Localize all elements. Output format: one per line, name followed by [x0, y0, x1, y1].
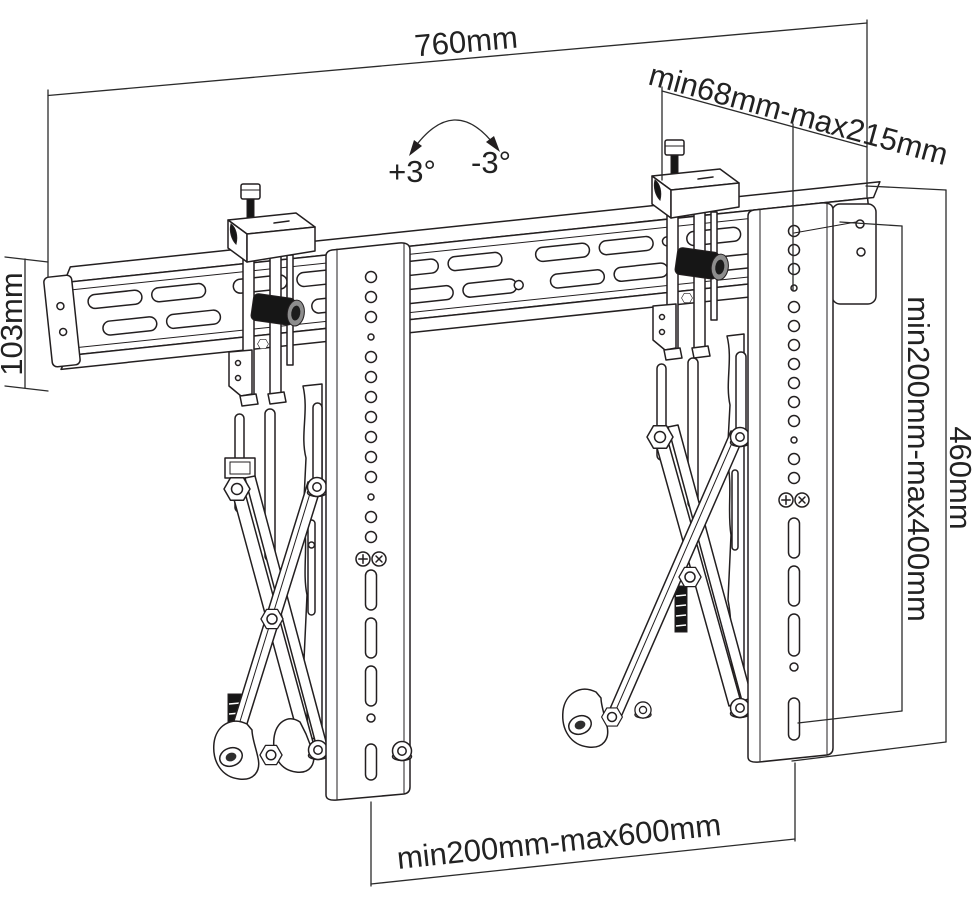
tilt-arc-icon [411, 119, 497, 152]
bracket-height-label: 460mm [943, 426, 973, 529]
tilt-positive-label: +3° [388, 154, 436, 189]
tilt-annotation: +3° -3° [388, 119, 511, 189]
dimension-rail-height: 103mm [0, 256, 49, 392]
left-wall-clamp [227, 183, 316, 407]
clamp-range-label: min68mm-max215mm [645, 57, 952, 172]
left-tv-bracket [325, 242, 413, 801]
horizontal-range-label: min200mm-max600mm [395, 807, 722, 876]
tilt-arrow-right-icon [486, 136, 500, 152]
left-scissor-arms [213, 401, 361, 780]
total-width-label: 760mm [413, 20, 519, 64]
dimension-bracket-height: 460mm [791, 185, 973, 762]
tilt-negative-label: -3° [471, 145, 511, 180]
right-scissor-arms [562, 351, 753, 748]
dimension-vertical-range: min200mm-max400mm [797, 221, 936, 724]
rail-height-label: 103mm [0, 272, 29, 375]
vertical-range-label: min200mm-max400mm [901, 296, 936, 622]
right-wall-clamp [651, 139, 740, 361]
right-tv-bracket [747, 202, 857, 763]
tilt-arrow-left-icon [409, 140, 422, 156]
dimension-total-width: 760mm [47, 19, 868, 278]
dimension-horizontal-range: min200mm-max600mm [370, 762, 796, 887]
rail-end-cap [831, 203, 877, 305]
